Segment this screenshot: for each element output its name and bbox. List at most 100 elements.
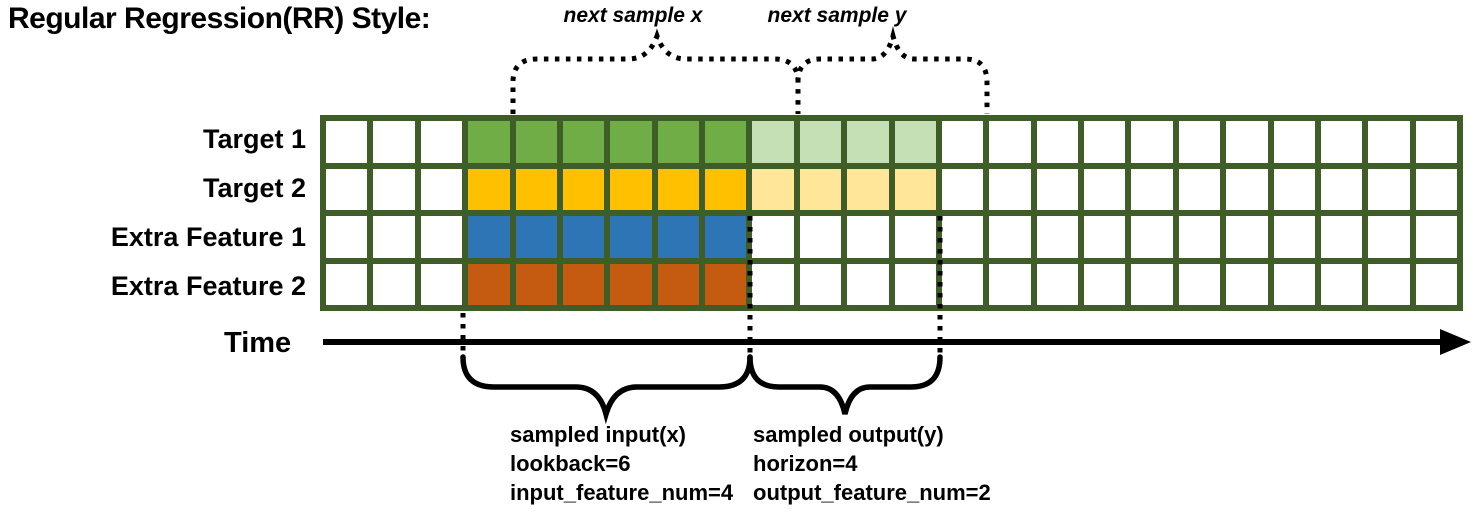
row-label-extra-feature-1: Extra Feature 1: [110, 222, 306, 252]
caption-line: horizon=4: [753, 451, 858, 476]
grid-cell: [326, 121, 368, 163]
grid-cell: [1415, 168, 1457, 210]
time-axis-label: Time: [224, 327, 292, 359]
grid-cell: [1084, 216, 1126, 258]
grid-cell: [847, 168, 889, 210]
next-sample-y-brace: [795, 26, 990, 114]
grid-cell: [941, 168, 984, 210]
row-label-target-2: Target 2: [202, 173, 306, 203]
grid-cell: [1036, 121, 1078, 163]
grid-cell: [847, 263, 889, 305]
grid-cell: [373, 263, 415, 305]
sampled-output-caption: sampled output(y) horizon=4 output_featu…: [753, 420, 991, 507]
grid-cell: [989, 121, 1031, 163]
grid-cell: [1226, 263, 1268, 305]
sampled-output-brace: [747, 354, 943, 415]
grid-cell: [562, 263, 605, 305]
grid-cell: [705, 216, 747, 258]
grid-cell: [752, 216, 794, 258]
grid-cell: [1273, 263, 1315, 305]
next-sample-x-brace: [510, 28, 801, 114]
next-sample-x-label: next sample x: [563, 4, 703, 27]
caption-line: output_feature_num=2: [753, 480, 991, 505]
grid-cell: [1178, 216, 1221, 258]
grid-cell: [657, 216, 699, 258]
grid-cell: [752, 121, 794, 163]
grid-cell: [989, 263, 1031, 305]
grid-cell: [1320, 263, 1363, 305]
grid-cell: [373, 216, 415, 258]
grid-cell: [941, 216, 984, 258]
grid-cell: [1131, 121, 1173, 163]
grid-cell: [468, 168, 510, 210]
grid-cell: [1178, 168, 1221, 210]
grid-cell: [562, 168, 605, 210]
grid-cell: [1178, 263, 1221, 305]
grid-cell: [1084, 263, 1126, 305]
grid-cell: [657, 263, 699, 305]
grid-cell: [1084, 121, 1126, 163]
grid-cell: [1084, 168, 1126, 210]
grid-cell: [610, 263, 652, 305]
grid-cell: [468, 216, 510, 258]
grid-cell: [1131, 168, 1173, 210]
grid-cell: [468, 263, 510, 305]
grid-cell: [420, 121, 463, 163]
grid-cell: [941, 263, 984, 305]
grid-cell: [1368, 168, 1410, 210]
grid-cell: [610, 168, 652, 210]
grid-cell: [799, 263, 842, 305]
grid-cell: [657, 168, 699, 210]
grid-cell: [1368, 263, 1410, 305]
grid-cell: [847, 216, 889, 258]
grid-cell: [1226, 168, 1268, 210]
grid-cell: [373, 121, 415, 163]
grid-cell: [1368, 216, 1410, 258]
grid-cell: [1178, 121, 1221, 163]
row-label-extra-feature-2: Extra Feature 2: [110, 271, 306, 301]
grid-cell: [562, 216, 605, 258]
caption-line: sampled input(x): [510, 422, 687, 447]
grid-cell: [894, 121, 936, 163]
grid-cell: [515, 216, 557, 258]
grid-cell: [799, 216, 842, 258]
grid-cell: [1226, 216, 1268, 258]
grid-cell: [562, 121, 605, 163]
grid-cell: [515, 168, 557, 210]
grid-cell: [705, 263, 747, 305]
sampled-input-caption: sampled input(x) lookback=6 input_featur…: [510, 420, 733, 507]
grid-cell: [989, 216, 1031, 258]
grid-cell: [752, 263, 794, 305]
grid-cell: [657, 121, 699, 163]
page-title: Regular Regression(RR) Style:: [8, 2, 431, 35]
grid-cell: [799, 168, 842, 210]
grid-cell: [1036, 216, 1078, 258]
grid-cell: [420, 216, 463, 258]
grid-cell: [326, 263, 368, 305]
grid-cell: [373, 168, 415, 210]
grid-cell: [326, 168, 368, 210]
grid-cell: [941, 121, 984, 163]
grid-cell: [1273, 216, 1315, 258]
caption-line: lookback=6: [510, 451, 631, 476]
grid-cell: [1368, 121, 1410, 163]
grid-cell: [847, 121, 889, 163]
grid-cell: [1131, 263, 1173, 305]
grid-cell: [420, 263, 463, 305]
grid-cell: [752, 168, 794, 210]
grid-cell: [1273, 168, 1315, 210]
timeseries-grid: [320, 115, 1463, 311]
grid-cell: [420, 168, 463, 210]
sampled-input-brace: [460, 354, 753, 425]
grid-cell: [1415, 263, 1457, 305]
grid-cell: [1036, 263, 1078, 305]
grid-cell: [1036, 168, 1078, 210]
grid-cell: [1320, 121, 1363, 163]
grid-cell: [1226, 121, 1268, 163]
grid-cell: [894, 263, 936, 305]
grid-cell: [894, 216, 936, 258]
grid-cell: [515, 263, 557, 305]
caption-line: input_feature_num=4: [510, 480, 734, 505]
grid-cell: [705, 168, 747, 210]
